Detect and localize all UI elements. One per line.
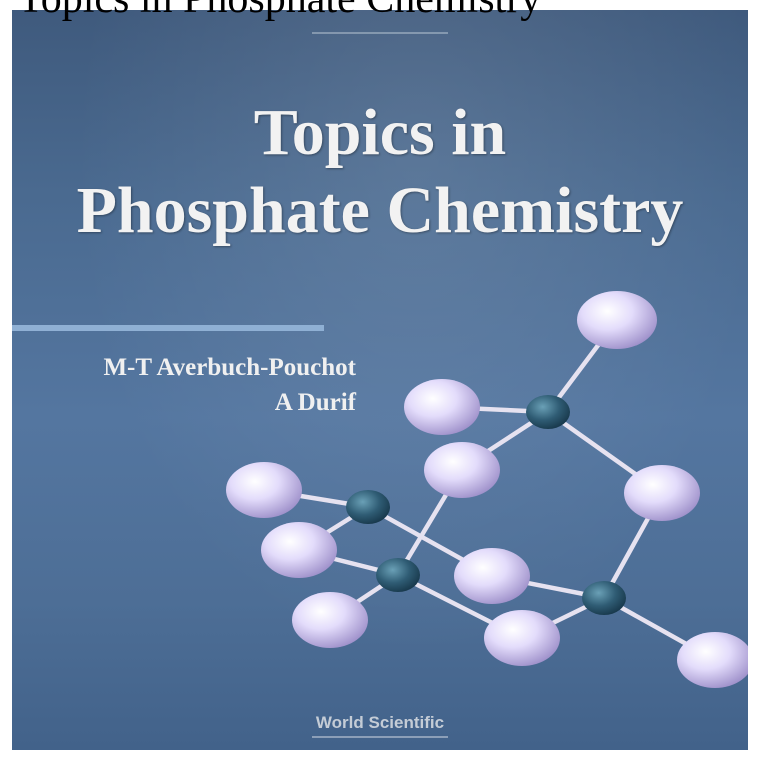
- book-title-line-2: Phosphate Chemistry: [76, 174, 684, 247]
- molecule-atoms: [226, 291, 748, 688]
- title-divider-rule: [12, 325, 324, 331]
- oxygen-atom: [424, 442, 500, 498]
- oxygen-atom: [261, 522, 337, 578]
- book-cover: Topics in Phosphate Chemistry M-T Averbu…: [12, 10, 748, 750]
- cover-sheen: [12, 10, 748, 750]
- phosphorus-atom: [346, 490, 390, 524]
- oxygen-atom: [404, 379, 480, 435]
- oxygen-atom: [292, 592, 368, 648]
- oxygen-atom: [226, 462, 302, 518]
- author-1: M-T Averbuch-Pouchot: [103, 354, 356, 381]
- oxygen-atom: [677, 632, 748, 688]
- top-decorative-line: [312, 32, 448, 34]
- author-2: A Durif: [274, 389, 356, 416]
- phosphorus-atom: [526, 395, 570, 429]
- publisher-name: World Scientific: [315, 713, 445, 732]
- oxygen-atom: [624, 465, 700, 521]
- phosphorus-atom: [582, 581, 626, 615]
- oxygen-atom: [484, 610, 560, 666]
- publisher-underline: [312, 736, 448, 738]
- oxygen-atom: [577, 291, 657, 349]
- overlay-title-text: Topics in Phosphate Chemistry: [18, 0, 541, 20]
- phosphate-molecule-illustration: [226, 291, 748, 688]
- oxygen-atom: [454, 548, 530, 604]
- phosphorus-atom: [376, 558, 420, 592]
- book-title-line-1: Topics in: [253, 96, 507, 169]
